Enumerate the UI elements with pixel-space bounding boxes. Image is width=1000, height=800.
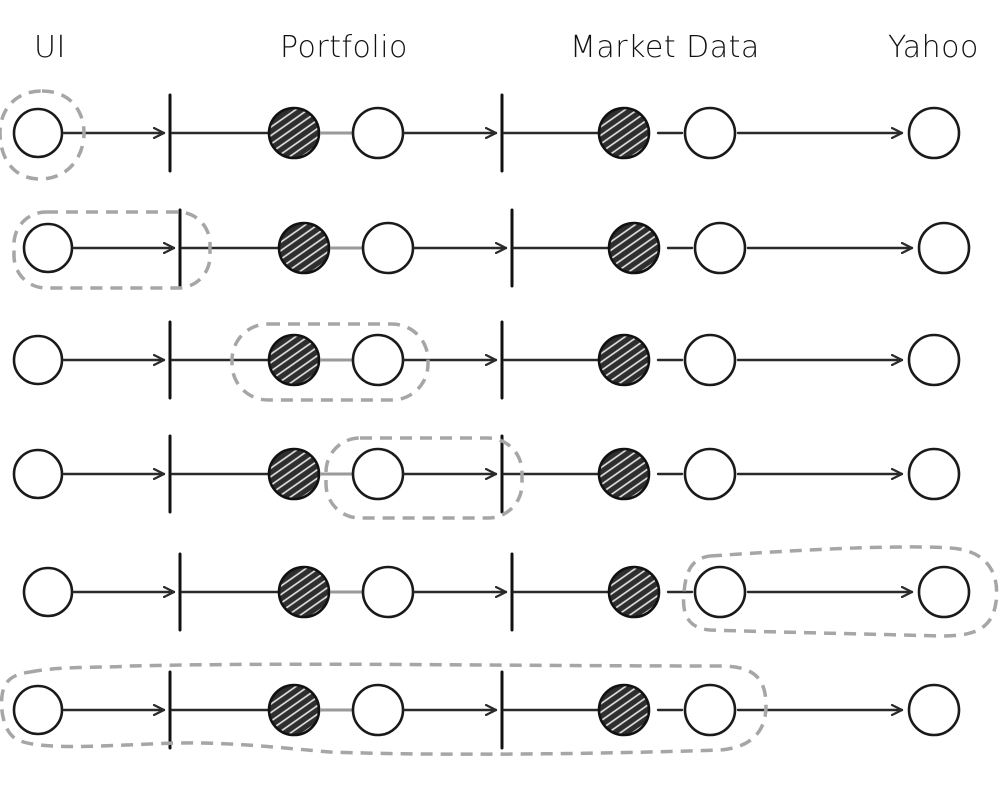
row-5 <box>24 545 999 638</box>
row-3 <box>14 322 959 402</box>
row-4 <box>14 436 959 520</box>
row-1 <box>0 89 959 181</box>
highlight-ui-node <box>0 89 86 181</box>
highlight-marketdata-to-yahoo <box>681 545 999 638</box>
highlight-portfolio-to-marketdata <box>324 436 524 520</box>
highlight-portfolio-nodes <box>230 322 430 402</box>
header-ui: UI <box>34 30 66 65</box>
header-yahoo: Yahoo <box>888 30 979 65</box>
highlight-ui-through-marketdata <box>0 662 768 756</box>
header-portfolio: Portfolio <box>280 30 408 65</box>
highlight-ui-to-portfolio <box>12 210 212 290</box>
row-2 <box>12 210 969 290</box>
row-6 <box>0 662 959 756</box>
header-market-data: Market Data <box>570 30 760 65</box>
